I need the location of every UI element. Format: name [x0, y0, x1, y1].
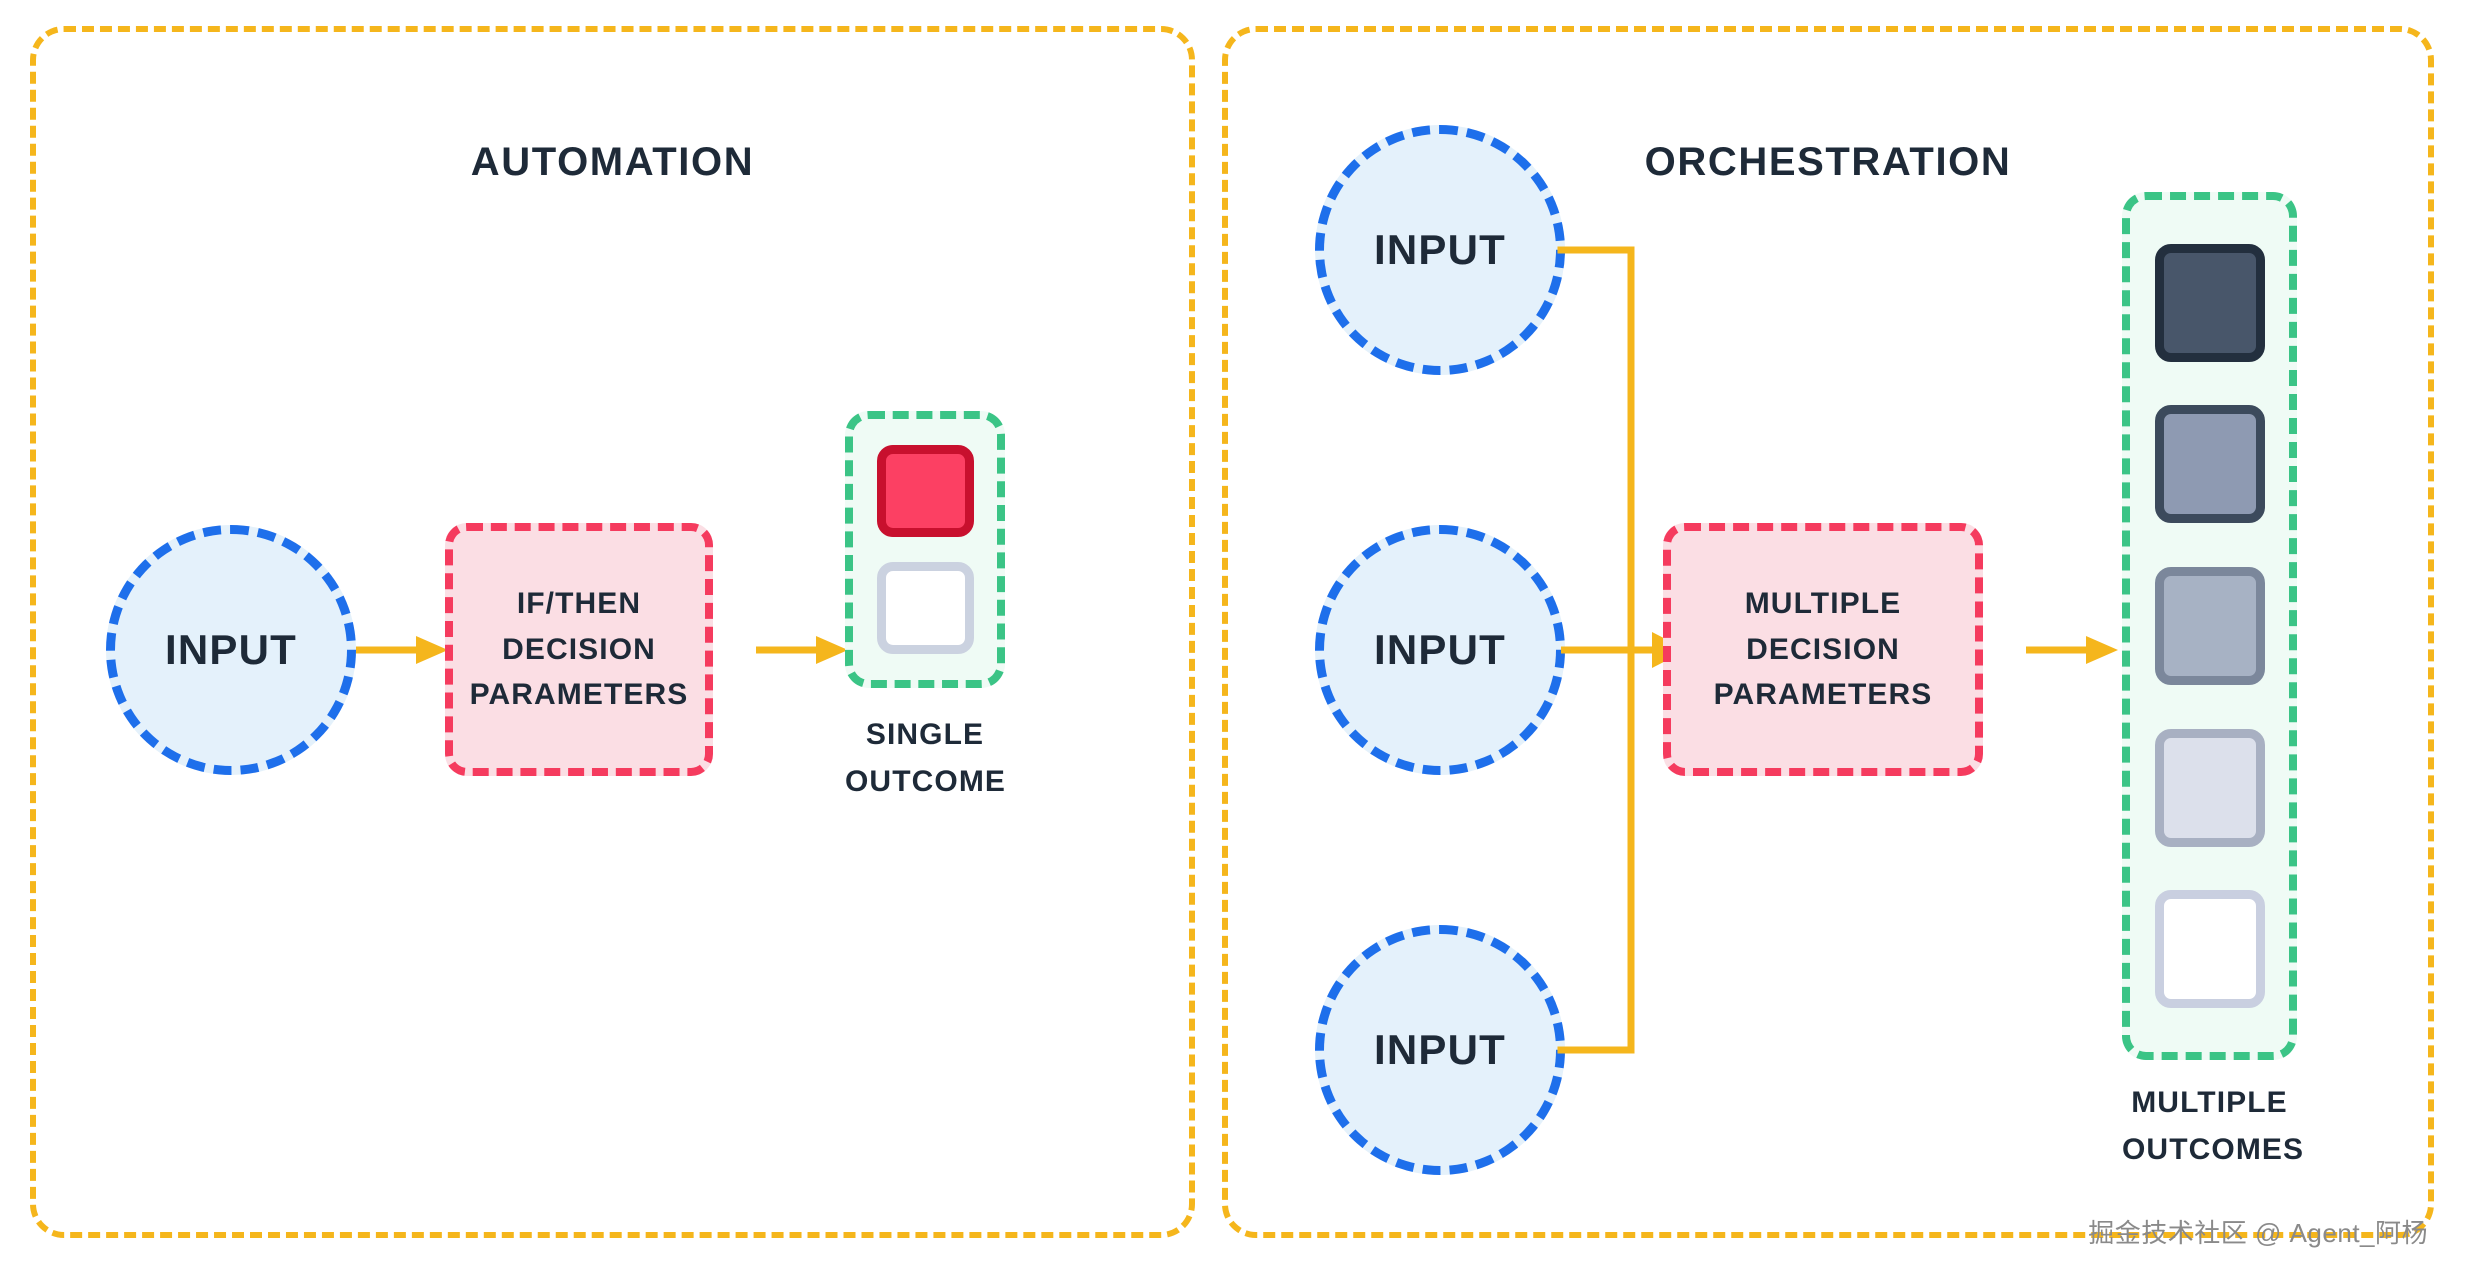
outcome-container-multiple — [2122, 192, 2297, 1060]
outcome-caption-line-2: OUTCOMES — [2122, 1132, 2305, 1166]
decision-line-3: PARAMETERS — [1713, 678, 1933, 712]
outcome-tile-5[interactable] — [2154, 890, 2265, 1009]
input-label: INPUT — [1374, 1026, 1506, 1073]
outcome-tile-empty[interactable] — [876, 562, 974, 655]
decision-line-1: MULTIPLE — [1744, 587, 1902, 621]
decision-line-1: IF/THEN — [516, 587, 642, 621]
panel-title-orchestration: ORCHESTRATION — [1644, 140, 2012, 184]
arrow-input-to-decision-automation — [356, 636, 448, 664]
outcome-tile-1[interactable] — [2154, 243, 2265, 362]
input-label: INPUT — [165, 626, 297, 673]
input-label: INPUT — [1374, 626, 1506, 673]
outcome-tile-4[interactable] — [2154, 728, 2265, 847]
decision-box-orchestration[interactable]: MULTIPLE DECISION PARAMETERS — [1663, 523, 1983, 776]
outcome-container-single — [845, 411, 1005, 688]
input-label: INPUT — [1374, 226, 1506, 273]
decision-line-2: DECISION — [1746, 632, 1900, 666]
outcome-tile-3[interactable] — [2154, 566, 2265, 685]
arrow-decision-to-outcome-automation — [756, 636, 848, 664]
decision-line-2: DECISION — [502, 632, 656, 666]
input-node-orchestration-2[interactable]: INPUT — [1315, 525, 1565, 775]
outcome-tile-active[interactable] — [876, 444, 974, 537]
outcome-caption-single: SINGLE OUTCOME — [845, 712, 1005, 805]
panel-automation: AUTOMATION — [30, 26, 1195, 1238]
input-node-orchestration-1[interactable]: INPUT — [1315, 125, 1565, 375]
outcome-caption-line-1: MULTIPLE — [2131, 1086, 2288, 1119]
watermark: 掘金技术社区 @ Agent_阿杨 — [2088, 1218, 2428, 1248]
panel-orchestration: ORCHESTRATION — [1222, 26, 2434, 1238]
arrow-decision-to-outcomes-orchestration — [2026, 636, 2118, 664]
decision-box-automation[interactable]: IF/THEN DECISION PARAMETERS — [445, 523, 713, 776]
decision-line-3: PARAMETERS — [469, 678, 689, 712]
panel-title-automation: AUTOMATION — [470, 140, 755, 184]
outcome-caption-line-1: SINGLE — [865, 718, 985, 751]
outcome-caption-line-2: OUTCOME — [845, 764, 1007, 798]
input-node-orchestration-3[interactable]: INPUT — [1315, 925, 1565, 1175]
outcome-tile-2[interactable] — [2154, 405, 2265, 524]
input-node-automation[interactable]: INPUT — [106, 525, 356, 775]
outcome-caption-multiple: MULTIPLE OUTCOMES — [2122, 1080, 2305, 1173]
